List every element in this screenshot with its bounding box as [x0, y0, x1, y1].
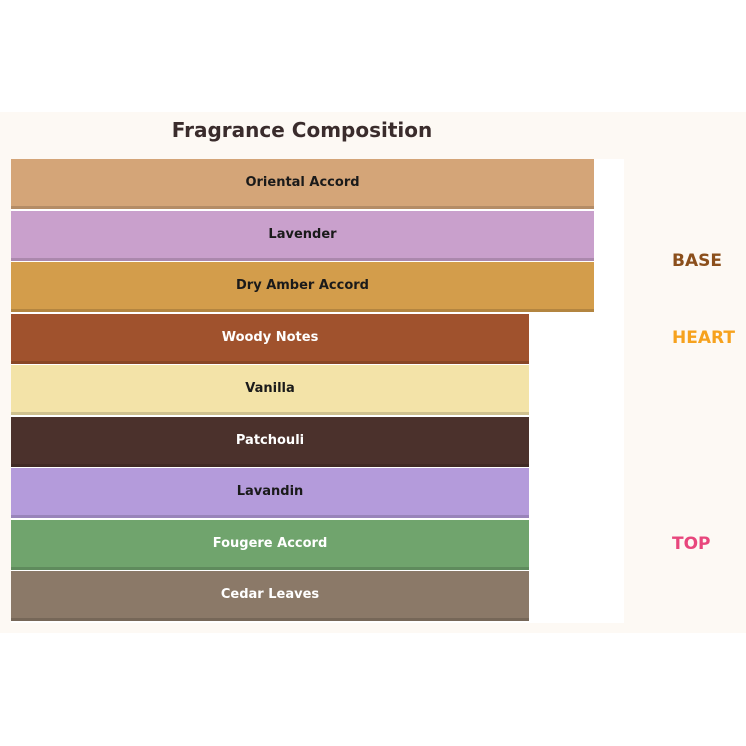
diagram-title: Fragrance Composition — [171, 118, 433, 142]
layer-vanilla: Vanilla — [11, 365, 529, 415]
layer-label: Woody Notes — [221, 330, 319, 345]
tier-label-base: BASE — [672, 251, 722, 271]
layer-label: Lavender — [268, 227, 337, 242]
layer-dry-amber-accord: Dry Amber Accord — [11, 262, 594, 312]
layer-label: Lavandin — [236, 484, 304, 499]
layer-oriental-accord: Oriental Accord — [11, 159, 594, 209]
layer-label: Cedar Leaves — [220, 587, 320, 602]
layer-patchouli: Patchouli — [11, 417, 529, 467]
layer-fougere-accord: Fougere Accord — [11, 520, 529, 570]
layer-cedar-leaves: Cedar Leaves — [11, 571, 529, 621]
layer-lavandin: Lavandin — [11, 468, 529, 518]
tier-label-top: TOP — [672, 534, 711, 554]
layer-label: Patchouli — [235, 433, 305, 448]
tier-label-heart: HEART — [672, 328, 735, 348]
layer-lavender: Lavender — [11, 211, 594, 261]
layer-label: Oriental Accord — [245, 175, 360, 190]
layer-label: Fougere Accord — [212, 536, 328, 551]
layer-woody-notes: Woody Notes — [11, 314, 529, 364]
layer-label: Dry Amber Accord — [236, 278, 369, 293]
layer-label: Vanilla — [245, 381, 295, 396]
